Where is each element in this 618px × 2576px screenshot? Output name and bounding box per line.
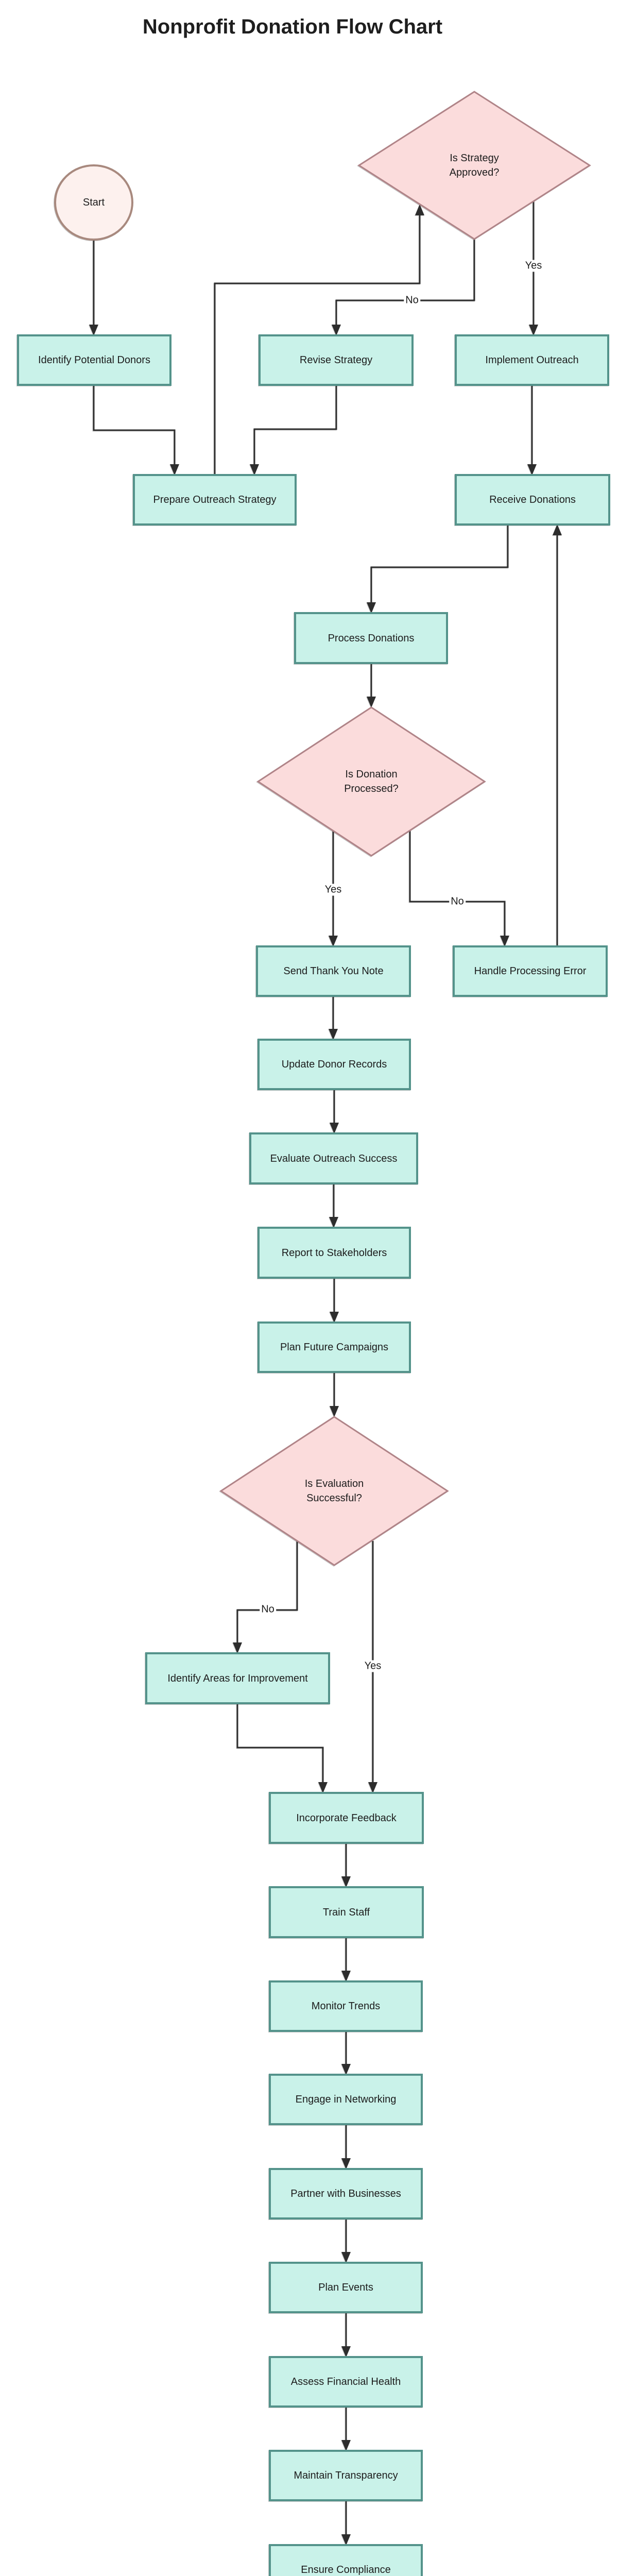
edge-identify-donors-to-prepare-strategy — [93, 385, 179, 476]
node-shape-handle-error — [453, 945, 608, 997]
node-shape-process-donations — [294, 612, 448, 664]
node-shape-revise-strategy — [259, 334, 414, 386]
node-shape-is-strategy-approved — [357, 91, 591, 240]
node-shape-plan-campaigns — [258, 1321, 411, 1373]
node-shape-send-thank-you — [256, 945, 411, 997]
node-shape-ensure-compliance — [269, 2544, 423, 2576]
node-shape-implement-outreach — [455, 334, 609, 386]
node-shape-is-evaluation-successful — [219, 1416, 449, 1566]
node-shape-is-donation-processed — [256, 706, 486, 857]
node-shape-partner-businesses — [269, 2168, 423, 2219]
node-shape-receive-donations — [455, 474, 610, 526]
node-shape-monitor-trends — [269, 1980, 423, 2032]
edge-is-evaluation-successful-to-identify-improvement — [233, 1541, 298, 1654]
shape-layer — [17, 91, 610, 2576]
node-shape-incorporate-feedback — [269, 1792, 424, 1844]
node-shape-identify-improvement — [145, 1652, 330, 1704]
node-shape-engage-networking — [269, 2074, 423, 2125]
edge-receive-donations-to-process-donations — [367, 524, 509, 614]
node-shape-plan-events — [269, 2262, 423, 2313]
node-shape-start — [54, 164, 133, 241]
edge-layer — [89, 201, 562, 2546]
edge-prepare-strategy-to-is-strategy-approved — [214, 204, 424, 475]
node-shape-report-stakeholders — [258, 1227, 411, 1279]
edge-identify-improvement-to-incorporate-feedback — [236, 1703, 328, 1793]
node-shape-update-records — [258, 1039, 411, 1090]
node-shape-maintain-transparency — [269, 2450, 423, 2501]
edge-is-donation-processed-to-handle-error — [409, 831, 509, 947]
edge-is-strategy-approved-to-revise-strategy — [332, 239, 475, 336]
node-shape-train-staff — [269, 1886, 424, 1938]
edge-revise-strategy-to-prepare-strategy — [250, 385, 337, 476]
page-title: Nonprofit Donation Flow Chart — [142, 15, 443, 38]
node-shape-prepare-strategy — [133, 474, 297, 526]
node-shape-assess-financial — [269, 2356, 423, 2408]
node-shape-evaluate-outreach — [249, 1132, 418, 1184]
node-shape-identify-donors — [17, 334, 171, 386]
